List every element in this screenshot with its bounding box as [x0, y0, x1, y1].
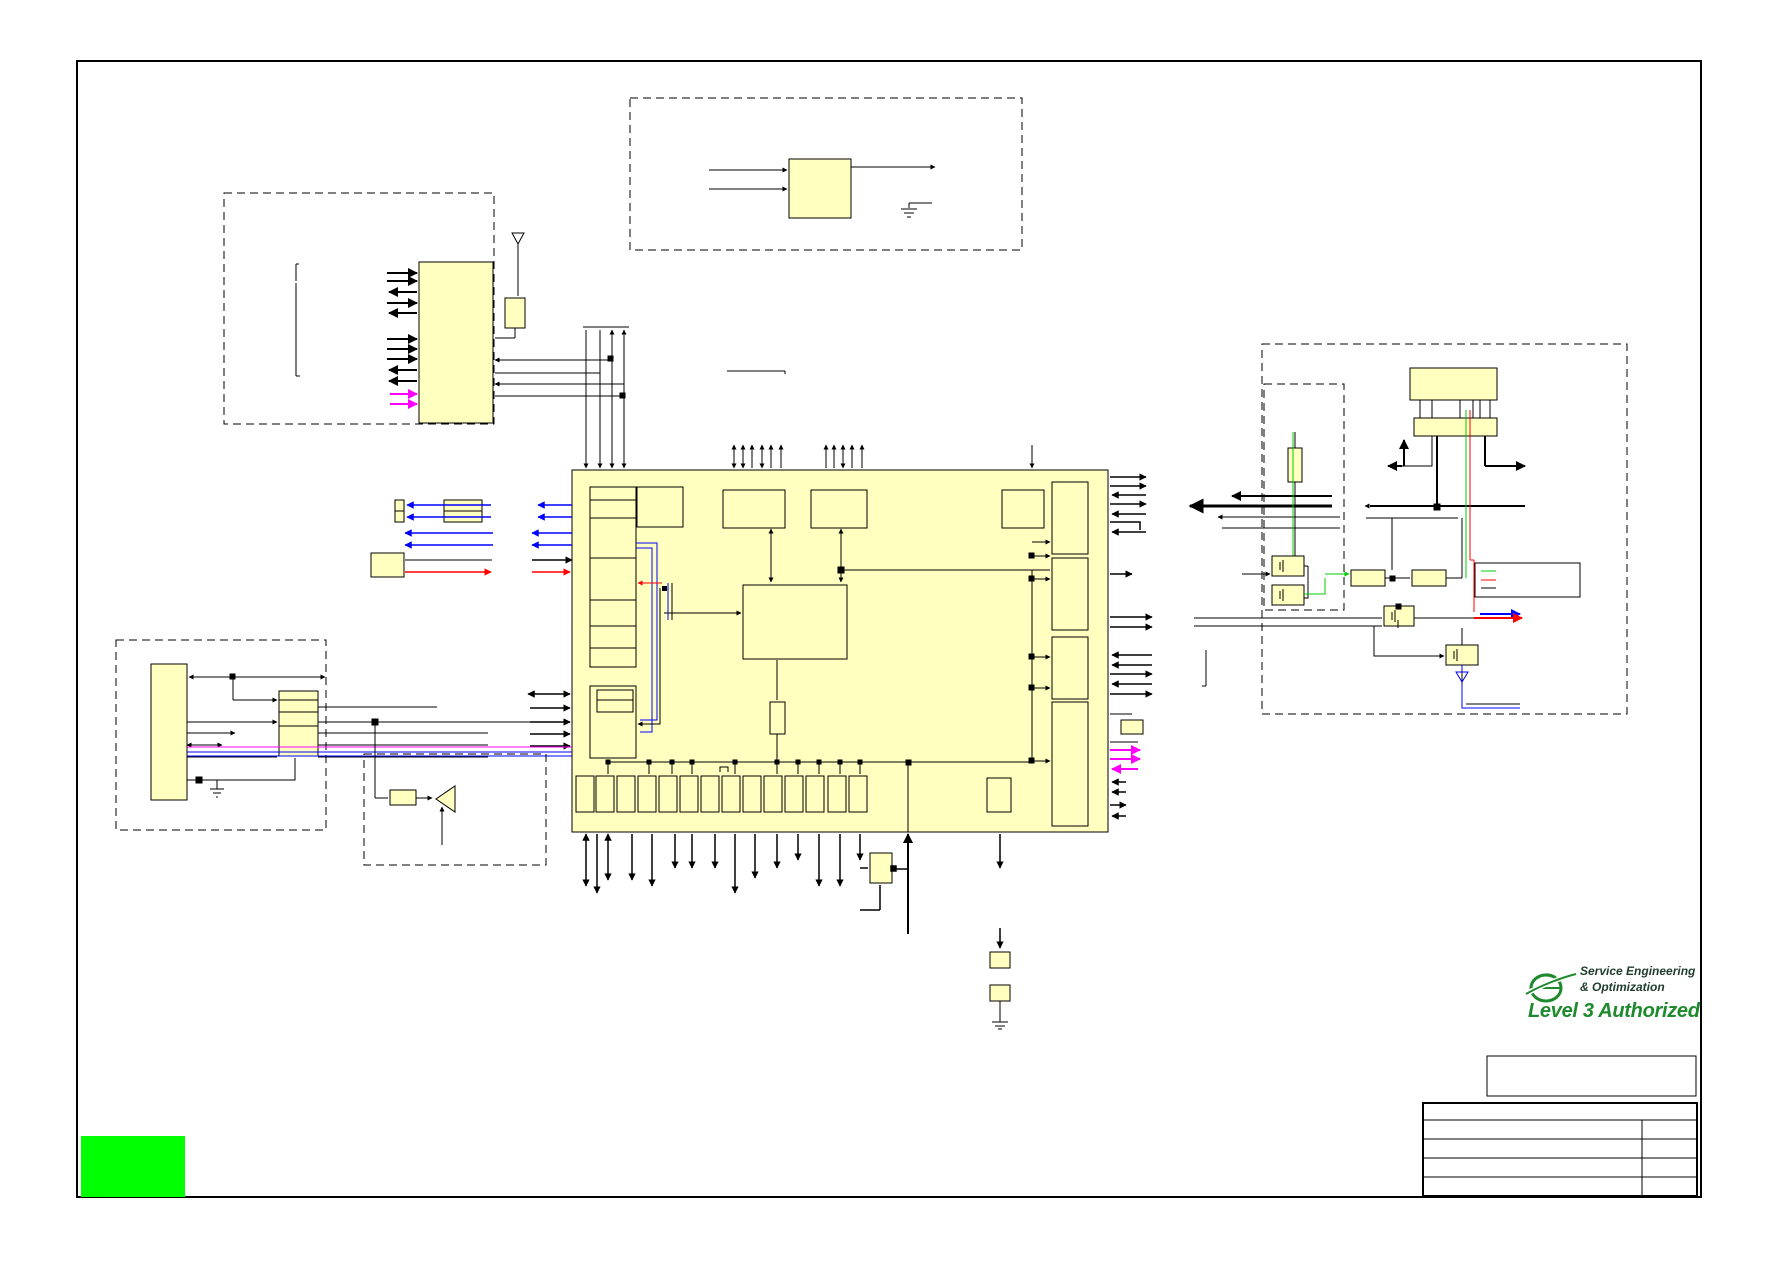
main-top-arrows [731, 444, 1035, 469]
top-block [788, 158, 852, 219]
logo-line-authorized: Level 3 Authorized [1528, 1000, 1700, 1022]
sec-logo: Service Engineering & Optimization Level… [1520, 960, 1710, 1040]
logo-line-optimization: & Optimization [1580, 980, 1665, 994]
main-colored-wires [636, 542, 673, 733]
antenna-match [504, 297, 526, 329]
logo-line-service: Service Engineering [1580, 964, 1696, 978]
page-frame [76, 60, 1702, 1198]
green-badge [81, 1136, 185, 1197]
title-block [1422, 1055, 1698, 1197]
top-section [629, 97, 1023, 251]
amp-section [363, 753, 547, 866]
rf-block [418, 261, 494, 424]
mosfet-symbols [1279, 560, 1458, 661]
power-section [1188, 343, 1628, 715]
main-processor [571, 469, 1109, 833]
lower-left-section [115, 639, 572, 831]
rf-section [223, 192, 624, 425]
main-right-arrows [1110, 473, 1153, 820]
main-left-arrows [370, 499, 573, 750]
rf-to-main-bus [583, 326, 786, 469]
globe-swoosh-icon [1524, 971, 1577, 1003]
main-bottom-arrows [582, 833, 1011, 1030]
cpu-core [742, 584, 848, 660]
